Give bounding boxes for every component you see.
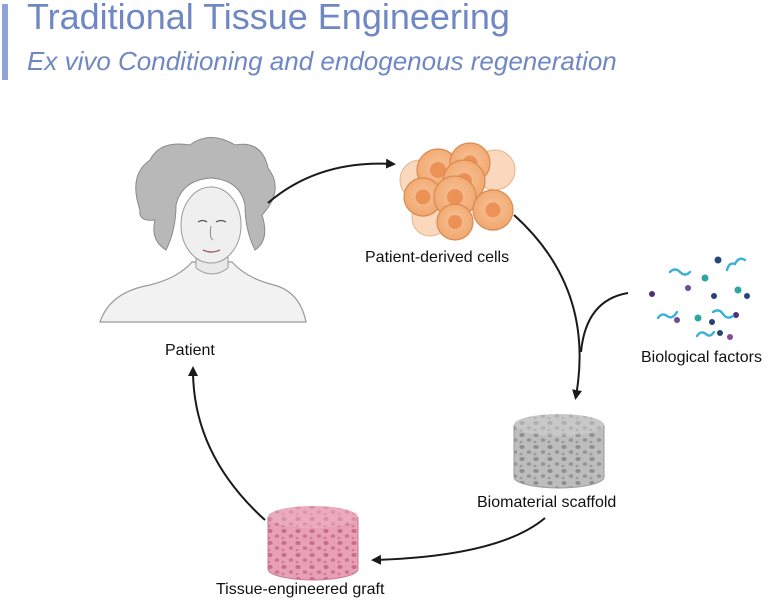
- title-accent-bar: [2, 4, 8, 80]
- arrow-factors-merge: [580, 292, 629, 353]
- patient-label: Patient: [165, 342, 215, 359]
- biological-factors-icon: [649, 256, 750, 340]
- tissue-engineered-graft-icon: [267, 506, 359, 581]
- page-subtitle: Ex vivo Conditioning and endogenous rege…: [27, 46, 617, 76]
- factors-label: Biological factors: [641, 349, 762, 366]
- graft-label: Tissue-engineered graft: [216, 581, 385, 598]
- arrow-patient-to-cells: [267, 158, 396, 204]
- scaffold-label: Biomaterial scaffold: [477, 494, 617, 511]
- arrow-cells-to-scaffold: [513, 214, 582, 400]
- biomaterial-scaffold-icon: [513, 414, 605, 489]
- patient-icon: [99, 137, 307, 323]
- cells-label: Patient-derived cells: [365, 249, 510, 266]
- patient-derived-cells-icon: [399, 142, 516, 241]
- page-title: Traditional Tissue Engineering: [27, 0, 510, 37]
- arrow-graft-to-patient: [188, 366, 266, 521]
- arrow-scaffold-to-graft: [371, 517, 546, 565]
